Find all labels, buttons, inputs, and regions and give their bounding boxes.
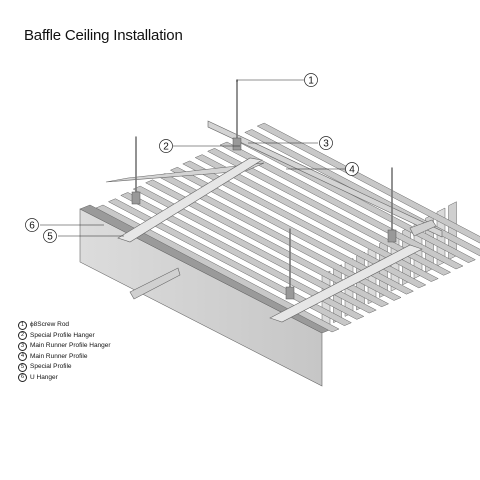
callout-number: 1 [308, 76, 314, 87]
legend-label: Special Profile Hanger [30, 331, 95, 339]
callout-number: 5 [47, 232, 53, 243]
legend-label: Special Profile [30, 363, 72, 370]
main-runner-cross-2 [269, 244, 423, 323]
callout-circle [345, 162, 359, 176]
screw-rods [135, 79, 393, 293]
legend-number: 2 [18, 331, 27, 341]
main-runner-back [207, 120, 443, 238]
callout-circle [25, 218, 39, 232]
hanger-1 [232, 137, 242, 151]
legend-number: 3 [18, 341, 27, 351]
main-runner-profiles [105, 120, 443, 323]
hangers [131, 137, 397, 300]
callout-markers: 1 2 3 4 5 6 [25, 73, 359, 243]
diagram-title: Baffle Ceiling Installation [24, 27, 183, 44]
special-profile-slat [182, 160, 427, 289]
main-runner-mid [105, 162, 265, 183]
callout-circle [43, 229, 57, 243]
special-profile-slat [120, 192, 365, 320]
main-runner-front [129, 267, 181, 300]
callout-circle [159, 139, 173, 153]
callout-number: 6 [29, 221, 35, 232]
hanger-4 [285, 286, 295, 300]
legend-number: 1 [18, 320, 27, 330]
main-runner-cross-1 [117, 157, 263, 243]
legend-number: 4 [18, 352, 27, 362]
callout-1: 1 [304, 73, 318, 87]
callout-number: 3 [323, 139, 329, 150]
main-runner-right-end [409, 219, 437, 237]
special-profile-slat [194, 154, 439, 282]
hanger-3 [387, 229, 397, 243]
special-profile-slat [95, 204, 340, 333]
callout-5: 5 [43, 229, 57, 243]
special-profile-slat [256, 122, 480, 244]
legend-label: Main Runner Profile Hanger [30, 342, 111, 349]
special-profile-slat [145, 179, 390, 308]
callout-2: 2 [159, 139, 173, 153]
special-profile-slat [207, 148, 452, 276]
legend-label: U Hanger [30, 373, 58, 381]
leader-1 [236, 79, 304, 82]
callout-circle [304, 73, 318, 87]
callout-circle [319, 136, 333, 150]
legend-number: 6 [18, 373, 27, 383]
legend-label: ϕ8Screw Rod [30, 321, 70, 328]
callout-number: 4 [349, 165, 355, 176]
callout-4: 4 [345, 162, 359, 176]
legend-label: Main Runner Profile [30, 352, 88, 360]
callout-6: 6 [25, 218, 39, 232]
special-profile-slat [169, 166, 414, 295]
special-profile-slat [219, 141, 464, 270]
callout-number: 2 [163, 142, 169, 153]
hanger-2 [131, 191, 141, 205]
callout-3: 3 [319, 136, 333, 150]
callout-leaders [40, 79, 345, 237]
legend-number: 5 [18, 362, 27, 372]
